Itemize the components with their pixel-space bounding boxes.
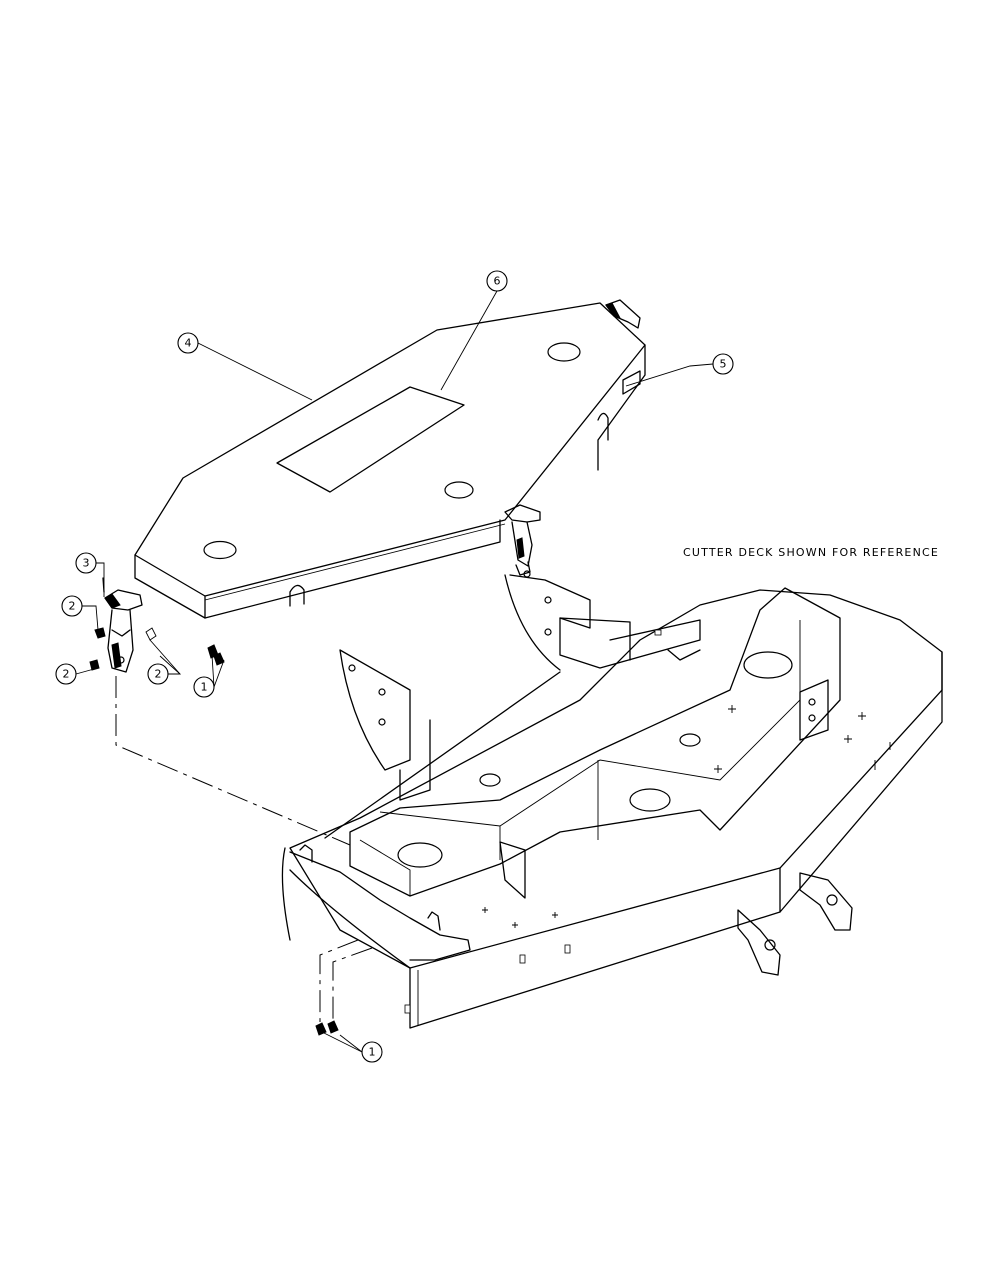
callout-1-upper: 1 (193, 676, 215, 698)
svg-text:2: 2 (69, 600, 76, 613)
callout-4: 4 (177, 332, 199, 354)
svg-text:4: 4 (185, 337, 192, 350)
svg-text:5: 5 (720, 358, 727, 371)
svg-text:2: 2 (155, 668, 162, 681)
callout-3: 3 (75, 552, 97, 574)
svg-text:3: 3 (83, 557, 90, 570)
callout-6: 6 (486, 270, 508, 292)
latch-assembly (89, 577, 225, 673)
rubber-latch-knob-right (605, 299, 641, 329)
callout-2-upper: 2 (61, 595, 83, 617)
callouts (75, 290, 714, 1053)
cutter-deck (281, 574, 943, 1029)
reference-note: CUTTER DECK SHOWN FOR REFERENCE (683, 546, 939, 559)
svg-text:2: 2 (63, 668, 70, 681)
bottom-bolts (315, 1020, 339, 1036)
svg-text:6: 6 (494, 275, 501, 288)
rubber-latch-center (504, 504, 541, 578)
callout-1-lower: 1 (361, 1041, 383, 1063)
callout-5: 5 (712, 353, 734, 375)
alignment-lines (115, 676, 373, 1025)
deck-cover (134, 302, 646, 619)
svg-text:1: 1 (201, 681, 208, 694)
callout-2-lower: 2 (55, 663, 77, 685)
callout-2-right: 2 (147, 663, 169, 685)
svg-text:1: 1 (369, 1046, 376, 1059)
